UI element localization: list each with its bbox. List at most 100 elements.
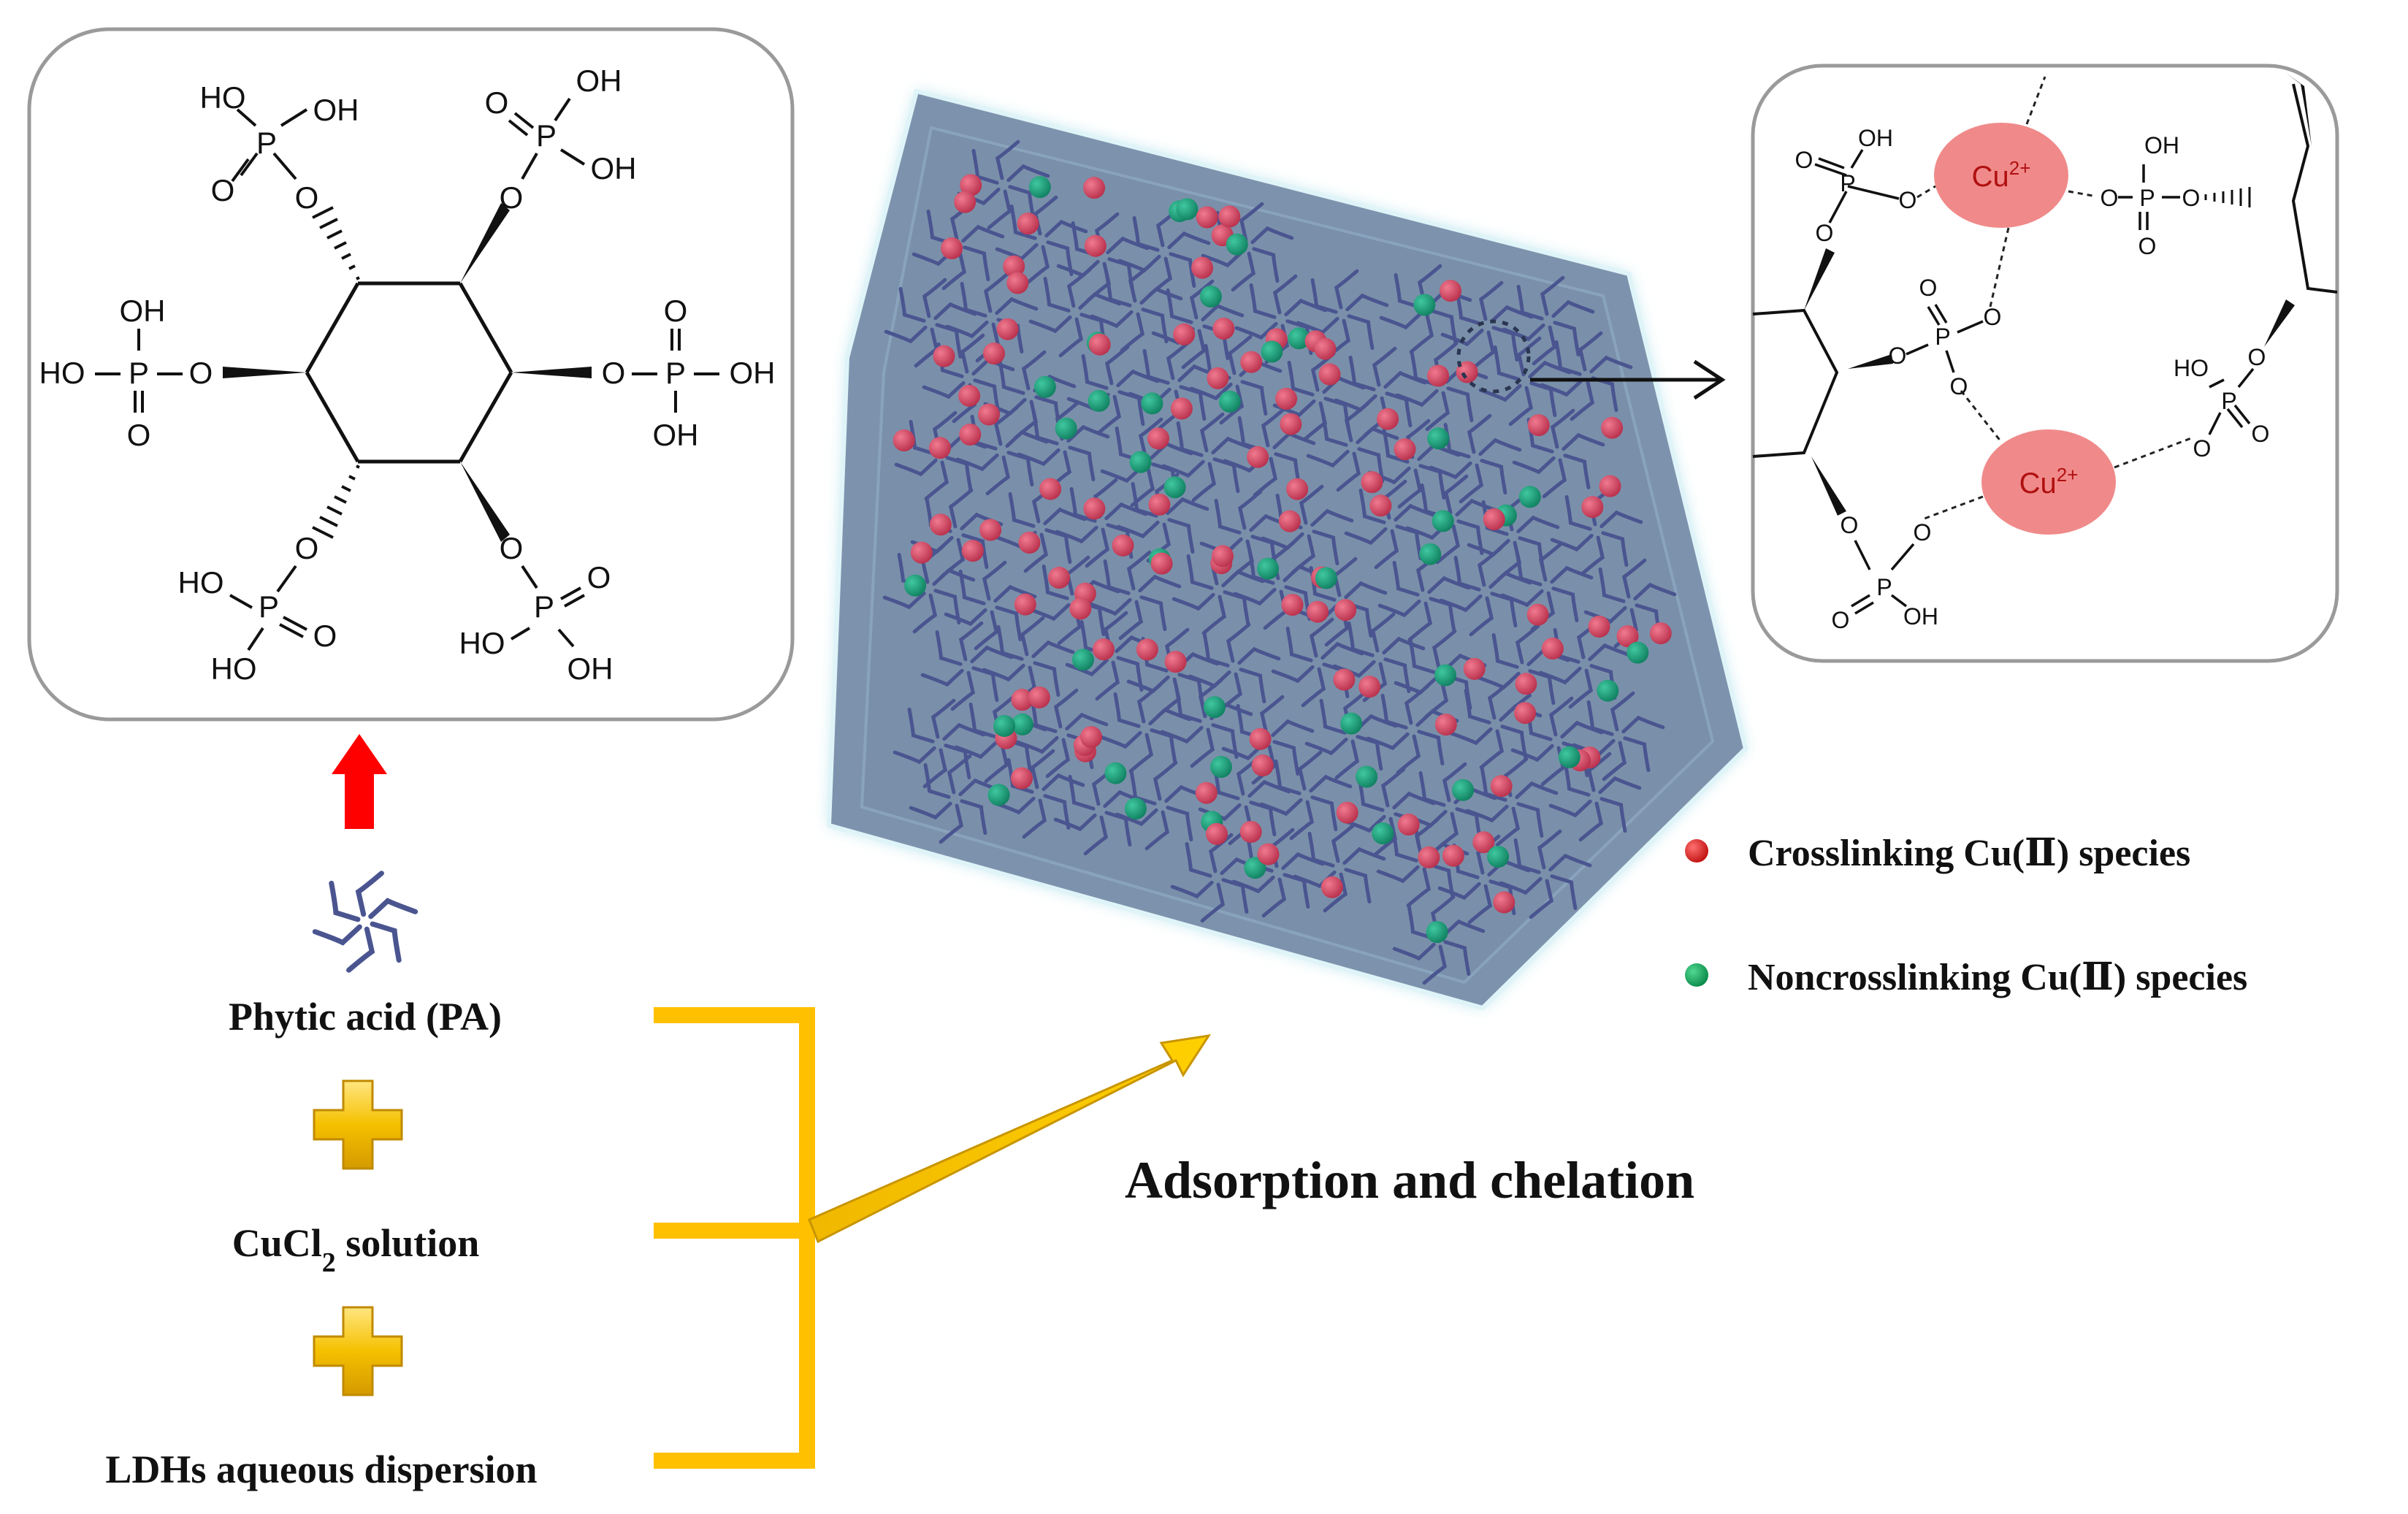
crosslinking-cu-dot <box>1028 686 1050 708</box>
phytic-acid-molecule-icon <box>312 871 418 973</box>
oxygen-atom: O <box>1841 512 1859 538</box>
crosslinking-cu-dot <box>1257 843 1280 865</box>
ldh-hexagon-platelet <box>826 88 1748 1011</box>
crosslinking-cu-dot <box>1212 318 1235 340</box>
crosslinking-cu-dot <box>1278 510 1301 532</box>
noncrosslinking-cu-dot <box>1011 713 1033 735</box>
crosslinking-cu-dot <box>1434 714 1457 736</box>
crosslinking-cu-dot <box>1314 337 1337 360</box>
noncrosslinking-cu-dot <box>1209 756 1232 778</box>
structure-panel-frame <box>27 27 795 722</box>
noncrosslinking-cu-dot <box>1426 921 1448 944</box>
phosphorus-atom: P <box>1840 170 1855 196</box>
noncrosslinking-cu-dot <box>1315 567 1337 589</box>
crosslinking-cu-dot <box>1377 408 1399 430</box>
phytic-acid-molecule-icon <box>920 621 1014 711</box>
crosslinking-cu-dot <box>1394 438 1416 461</box>
crosslinking-cu-dot <box>1249 727 1272 750</box>
oxygen-atom: O <box>1816 220 1834 246</box>
adsorbed-phytic-acid-molecules <box>882 139 1677 985</box>
phytic-acid-molecule-icon <box>1088 550 1182 641</box>
phosphate-group-top-left: O P O HO OH <box>200 80 359 215</box>
zoom-panel-frame <box>1751 64 2339 663</box>
phytic-acid-molecule-icon <box>1392 895 1486 985</box>
phosphate-group-left: O P OH HO O <box>39 294 213 452</box>
phosphorus-atom: P <box>129 356 149 390</box>
crosslinking-cu-dot <box>983 343 1005 364</box>
phosphate-group-right <box>2208 367 2255 435</box>
cucl2-solution-label: CuCl2 solution <box>232 1221 480 1278</box>
phytic-acid-molecule-icon <box>1540 331 1633 421</box>
oxygen-atom: O <box>2193 435 2212 462</box>
hydroxyl-label: OH <box>120 294 166 328</box>
legend-green-dot-icon <box>1685 963 1708 987</box>
crosslinking-cu-dot <box>1218 205 1241 228</box>
noncrosslinking-cu-dot <box>987 784 1010 806</box>
crosslinking-cu-dot <box>1083 177 1106 199</box>
noncrosslinking-cu-dot <box>1226 233 1248 256</box>
crosslinking-cu-dot <box>996 318 1019 340</box>
crosslinking-cu-dot <box>1493 891 1515 914</box>
hydroxyl-label: HO <box>459 626 505 660</box>
crosslinking-cu-dot <box>1440 280 1461 302</box>
oxygen-atom: O <box>587 560 611 594</box>
crosslinking-cu-dot <box>1017 213 1039 235</box>
crosslinking-cu-dot <box>1397 814 1420 836</box>
crosslinking-cu-dot <box>958 384 981 407</box>
phytic-acid-molecule-icon <box>1429 413 1522 504</box>
crosslinking-cu-dot <box>933 345 955 367</box>
oxygen-atom: O <box>295 180 319 215</box>
crosslinking-cu-dot <box>1003 255 1025 278</box>
phosphorus-atom: P <box>1876 574 1892 600</box>
phosphorus-atom: P <box>665 356 686 390</box>
phytic-acid-molecule-icon <box>1028 267 1122 358</box>
crosslinking-cu-dot <box>1527 414 1550 437</box>
oxygen-atom: O <box>664 294 688 328</box>
crosslinking-cu-dot <box>1084 234 1106 257</box>
oxygen-atom: O <box>2101 185 2119 211</box>
noncrosslinking-cu-dot <box>1203 696 1226 719</box>
crosslinking-cu-dot <box>1616 625 1639 648</box>
zoom-arrow-icon <box>1530 359 1726 400</box>
crosslinking-cu-dot <box>1601 416 1624 439</box>
phytic-acid-molecule-icon <box>1189 334 1283 425</box>
noncrosslinking-cu-dot <box>1518 486 1541 508</box>
noncrosslinking-cu-dot <box>1452 779 1475 801</box>
crosslinking-cu-dot <box>1472 831 1495 854</box>
crosslinking-cu-dot <box>1599 475 1621 497</box>
oxygen-atom: O <box>1950 373 1968 399</box>
crosslinking-cu-dot <box>1069 597 1092 620</box>
noncrosslinking-cu-dot <box>1356 765 1378 788</box>
legend-item-crosslinking: Crosslinking Cu(Ⅱ) species <box>1685 833 2190 874</box>
hydroxyl-label: OH <box>1903 603 1938 630</box>
crosslinking-cu-dot <box>1088 333 1111 356</box>
phosphorus-atom: P <box>2139 185 2155 211</box>
oxygen-atom: O <box>1984 304 2002 330</box>
red-up-arrow-icon <box>332 734 387 829</box>
noncrosslinking-cu-dot <box>1340 712 1363 735</box>
crosslinking-cu-dot <box>1320 876 1343 898</box>
noncrosslinking-cu-dot <box>1163 476 1186 499</box>
wedge-bond <box>2264 299 2295 347</box>
hydroxyl-label: HO <box>39 356 85 390</box>
wedge-bond <box>460 462 510 542</box>
crosslinking-cu-dot <box>1195 781 1218 804</box>
phosphate-group-middle <box>1906 304 1984 373</box>
crosslinking-cu-dot <box>1483 508 1505 530</box>
phosphate-group-bottom-right: O P O HO OH <box>459 531 614 686</box>
crosslinking-cu-dot <box>941 237 963 259</box>
phosphorus-atom: P <box>259 589 279 624</box>
noncrosslinking-cu-dot <box>1487 846 1510 868</box>
noncrosslinking-cu-dot <box>1199 286 1222 307</box>
crosslinking-cu-dot <box>1334 599 1357 622</box>
hashed-bond <box>2204 187 2251 207</box>
oxygen-atom: O <box>2182 185 2201 211</box>
cu-ion-label: Cu2+ <box>2019 464 2079 500</box>
crosslinking-cu-dot <box>1588 616 1610 638</box>
noncrosslinking-cu-dot <box>1088 389 1110 412</box>
wedge-bond <box>460 203 510 283</box>
oxygen-atom: O <box>500 531 524 565</box>
hashed-bond-bottom-left <box>312 464 360 539</box>
phosphorus-atom: P <box>534 589 554 624</box>
